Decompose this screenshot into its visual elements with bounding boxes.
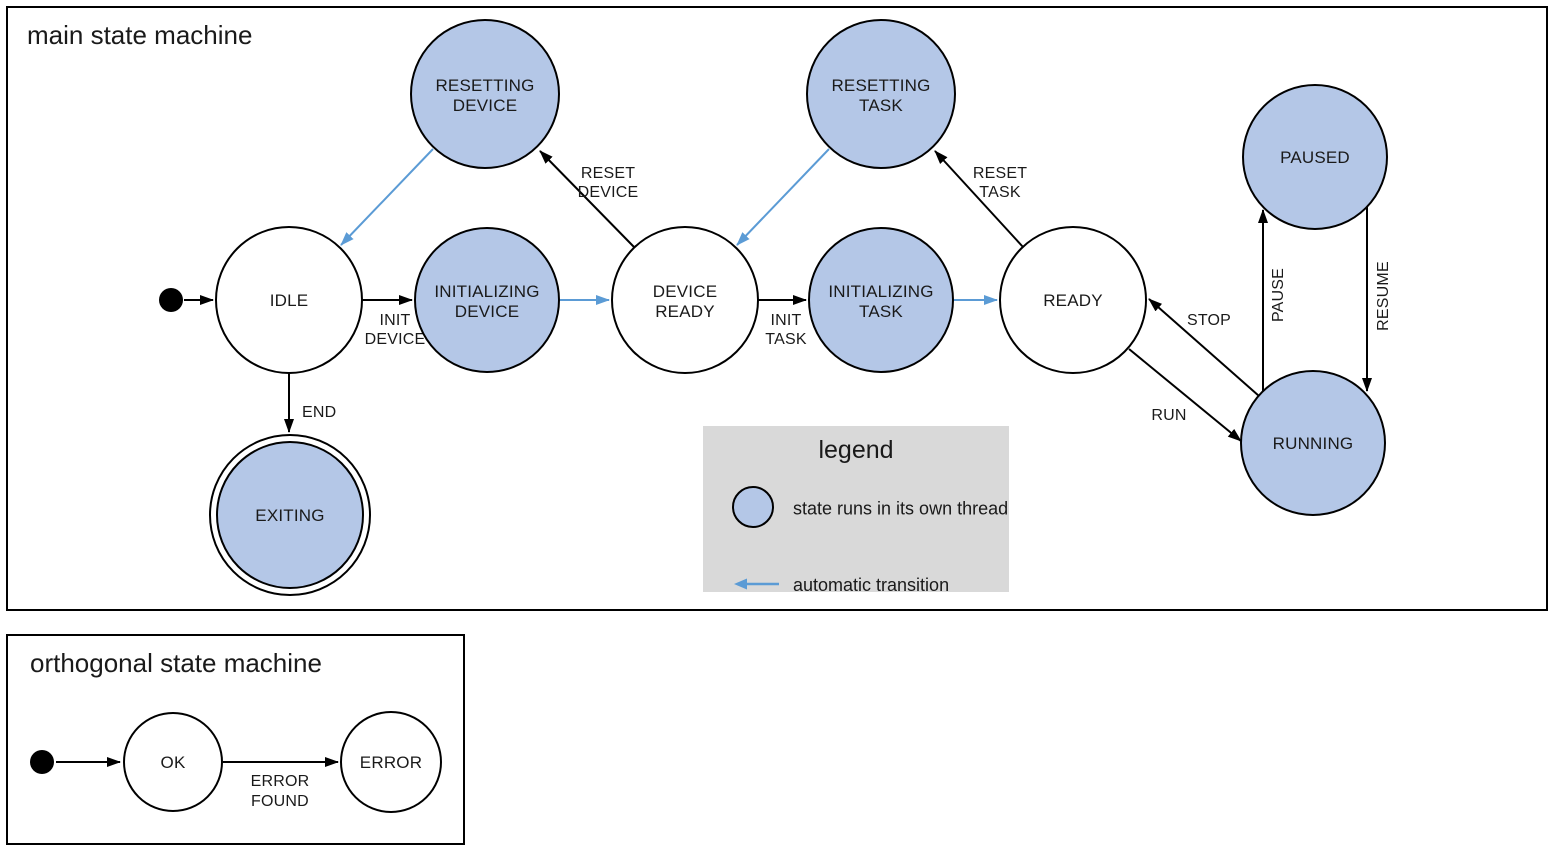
orthogonal-state-machine-frame: orthogonal state machine xyxy=(6,634,465,845)
state-label-ok: OK xyxy=(161,753,186,772)
automatic-transition-arrow-icon xyxy=(734,578,779,590)
transition-label-running-to-paused: PAUSE xyxy=(1270,268,1287,322)
main-state-machine-frame: main state machine xyxy=(6,6,1548,611)
state-circle-error xyxy=(340,711,442,813)
state-circle-ready xyxy=(999,226,1147,374)
orthogonal-frame-title: orthogonal state machine xyxy=(30,648,322,678)
state-circle-idle xyxy=(215,226,363,374)
initial-state-dot-main xyxy=(159,288,183,312)
state-label-idle: IDLE xyxy=(270,291,309,310)
transition-ready-to-running xyxy=(1128,348,1242,442)
transition-running-to-ready xyxy=(1148,298,1260,397)
legend-title: legend xyxy=(818,436,894,464)
legend-item-label: state runs in its own thread xyxy=(793,498,1009,519)
transition-resetting-device-to-idle xyxy=(340,148,434,246)
state-paused: PAUSED xyxy=(1242,84,1388,230)
main-frame-title: main state machine xyxy=(27,20,253,50)
transition-resetting-task-to-device-ready xyxy=(736,148,830,246)
state-label-exiting: EXITING xyxy=(255,506,324,525)
state-exiting: EXITING xyxy=(209,434,371,596)
transition-label-ready-to-running: RUN xyxy=(1151,407,1186,424)
state-circle-running xyxy=(1240,370,1386,516)
transition-label-idle-to-exiting: END xyxy=(302,404,336,421)
state-label-running: RUNNING xyxy=(1273,434,1354,453)
state-circle-resetting-task xyxy=(806,19,956,169)
initial-state-dot-orthogonal xyxy=(30,750,54,774)
state-label-paused: PAUSED xyxy=(1280,148,1350,167)
state-circle-resetting-device xyxy=(410,19,560,169)
state-circle-initializing-device xyxy=(414,227,560,373)
state-label-error: ERROR xyxy=(360,753,422,772)
state-circle-initializing-task xyxy=(808,227,954,373)
transition-label-paused-to-running: RESUME xyxy=(1375,261,1392,331)
state-circle-paused xyxy=(1242,84,1388,230)
transition-device-ready-to-resetting-device xyxy=(539,150,635,248)
state-error: ERROR xyxy=(340,711,442,813)
state-ok: OK xyxy=(123,712,223,812)
legend-item-automatic-transition: automatic transition xyxy=(703,575,1009,595)
state-circle-ok xyxy=(123,712,223,812)
state-idle: IDLE xyxy=(215,226,363,374)
transition-ready-to-resetting-task xyxy=(934,150,1024,248)
transition-label-running-to-ready: STOP xyxy=(1187,312,1231,329)
legend: legend state runs in its own thread auto… xyxy=(703,426,1009,595)
state-ready: READY xyxy=(999,226,1147,374)
legend-item-label: automatic transition xyxy=(793,575,950,595)
state-label-ready: READY xyxy=(1043,291,1103,310)
threaded-state-circle-icon xyxy=(732,486,774,528)
state-running: RUNNING xyxy=(1240,370,1386,516)
legend-item-threaded-state: state runs in its own thread xyxy=(703,486,1009,532)
state-circle-exiting xyxy=(216,441,364,589)
state-circle-device-ready xyxy=(611,226,759,374)
